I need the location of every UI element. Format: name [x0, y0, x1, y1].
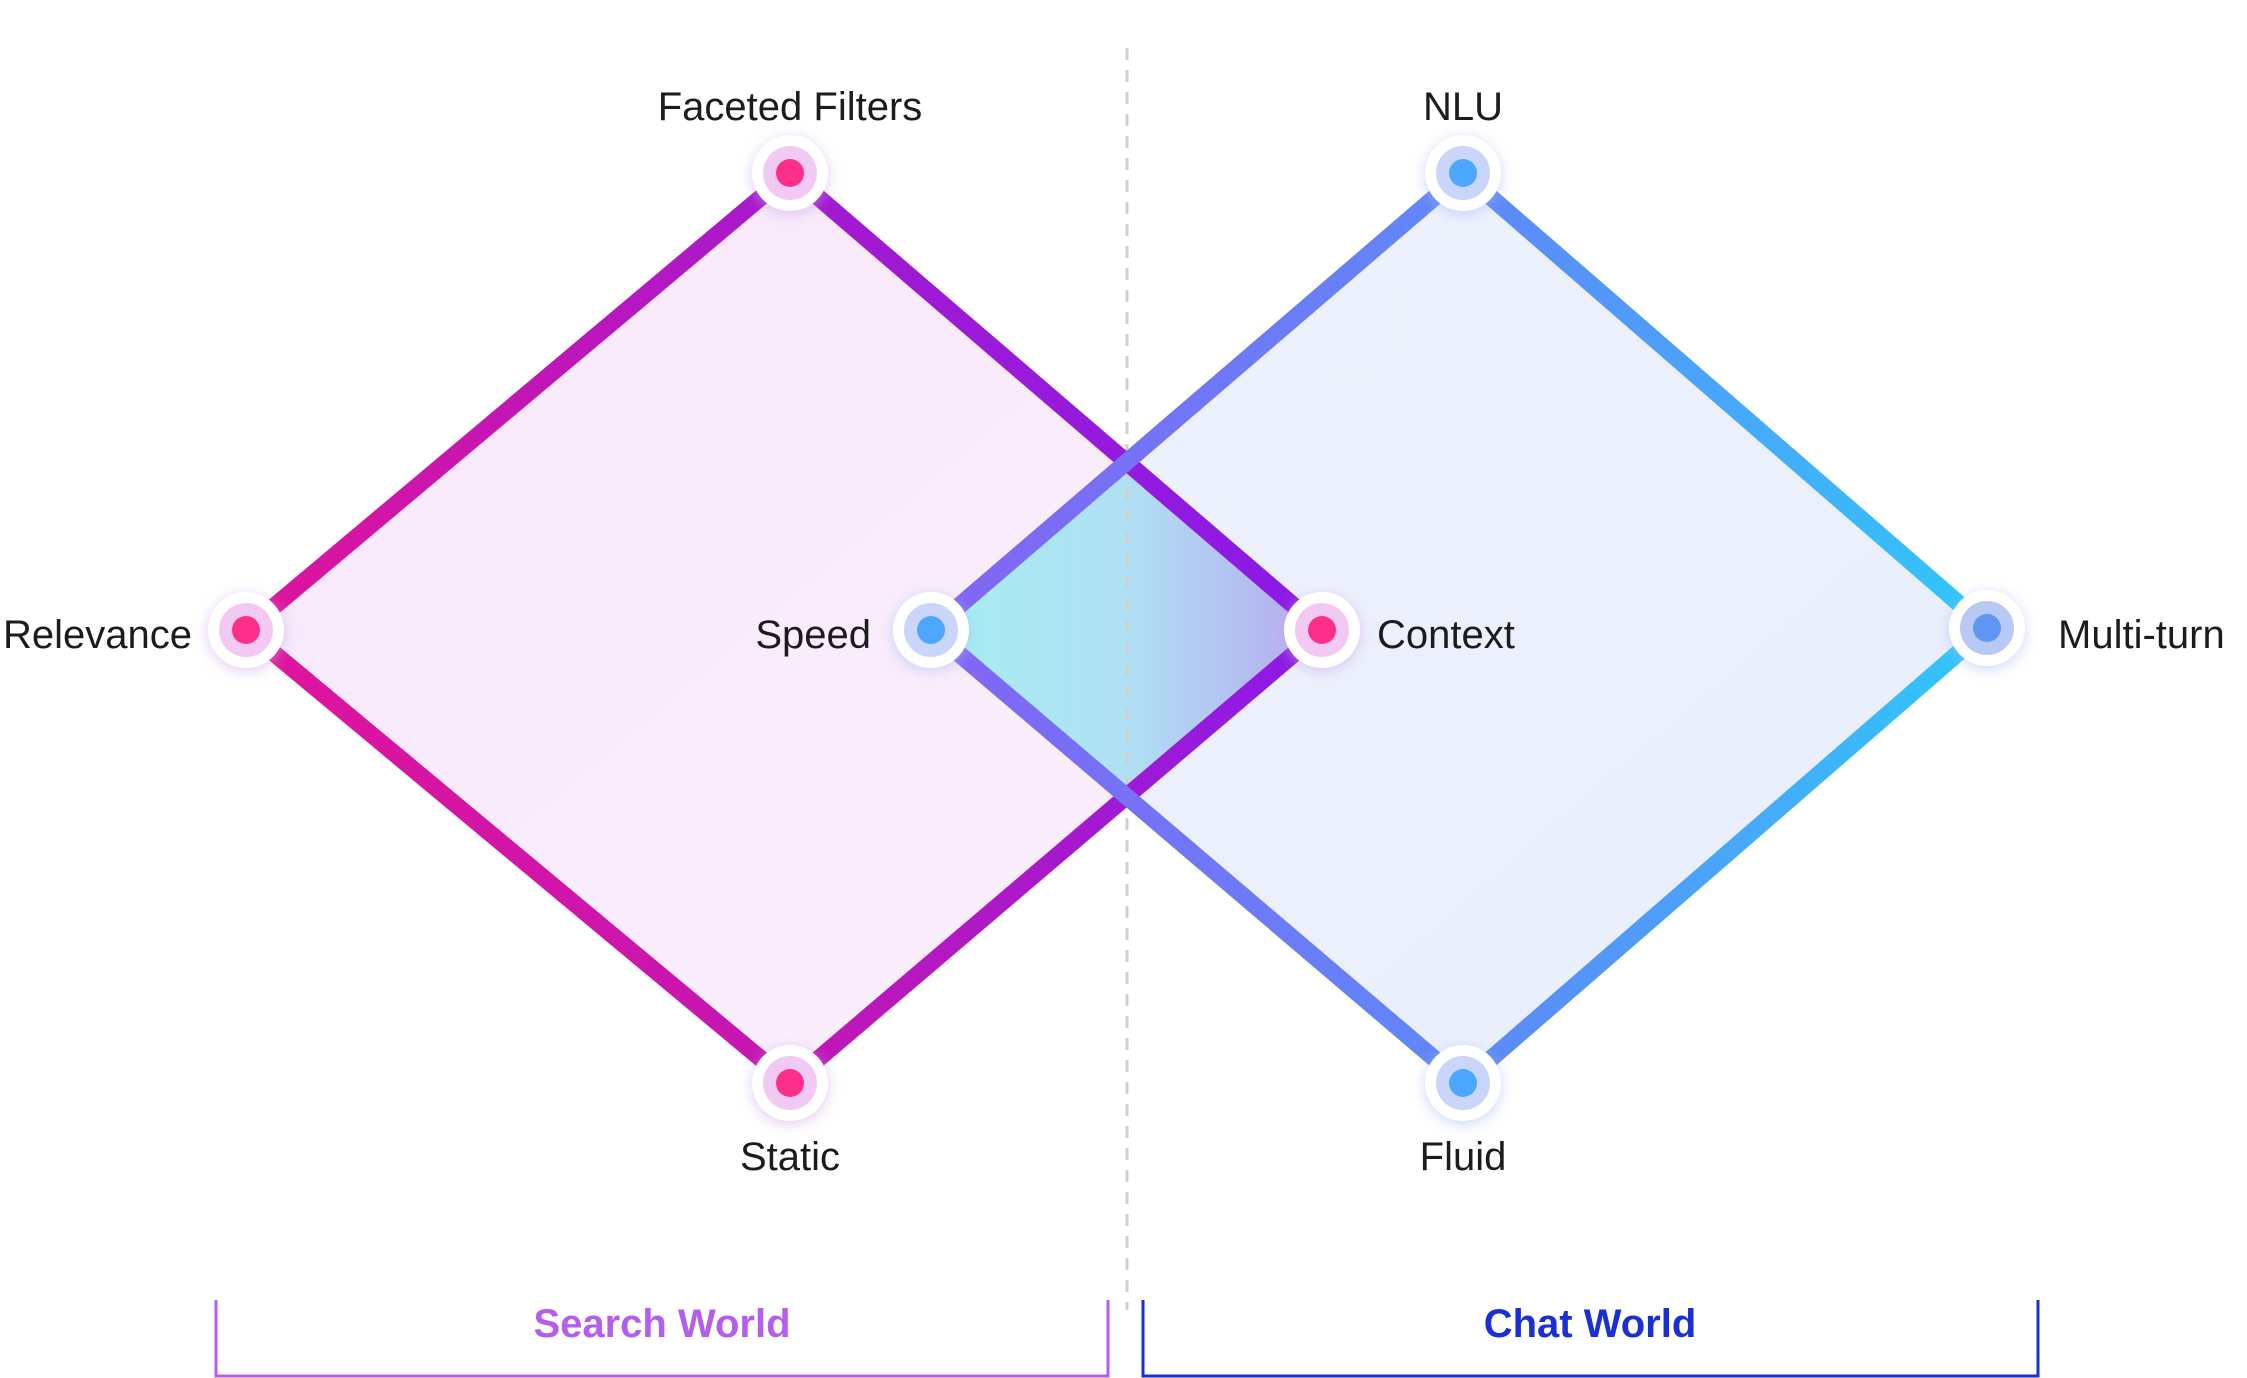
label-multi-turn: Multi-turn	[2058, 613, 2225, 657]
dot-icon	[1449, 159, 1477, 187]
node-multi-turn	[1949, 590, 2025, 666]
label-relevance: Relevance	[3, 613, 192, 657]
dot-icon	[917, 616, 945, 644]
node-static	[752, 1045, 828, 1121]
search-world-label: Search World	[533, 1302, 790, 1346]
chat-world-bracket	[1141, 1300, 2040, 1378]
node-faceted-filters	[752, 135, 828, 211]
chat-world-label: Chat World	[1484, 1302, 1697, 1346]
node-fluid	[1425, 1045, 1501, 1121]
label-speed: Speed	[755, 613, 871, 657]
dot-icon	[232, 616, 260, 644]
node-speed	[893, 592, 969, 668]
dot-icon	[1449, 1069, 1477, 1097]
dot-icon	[776, 159, 804, 187]
dot-icon	[776, 1069, 804, 1097]
dot-icon	[1308, 616, 1336, 644]
search-world-bracket	[214, 1300, 1110, 1378]
label-fluid: Fluid	[1420, 1135, 1507, 1179]
dot-icon	[1973, 614, 2001, 642]
label-static: Static	[740, 1135, 840, 1179]
node-nlu	[1425, 135, 1501, 211]
node-context	[1284, 592, 1360, 668]
label-context: Context	[1377, 613, 1515, 657]
node-relevance	[208, 592, 284, 668]
label-faceted-filters: Faceted Filters	[658, 85, 923, 129]
label-nlu: NLU	[1423, 85, 1503, 129]
